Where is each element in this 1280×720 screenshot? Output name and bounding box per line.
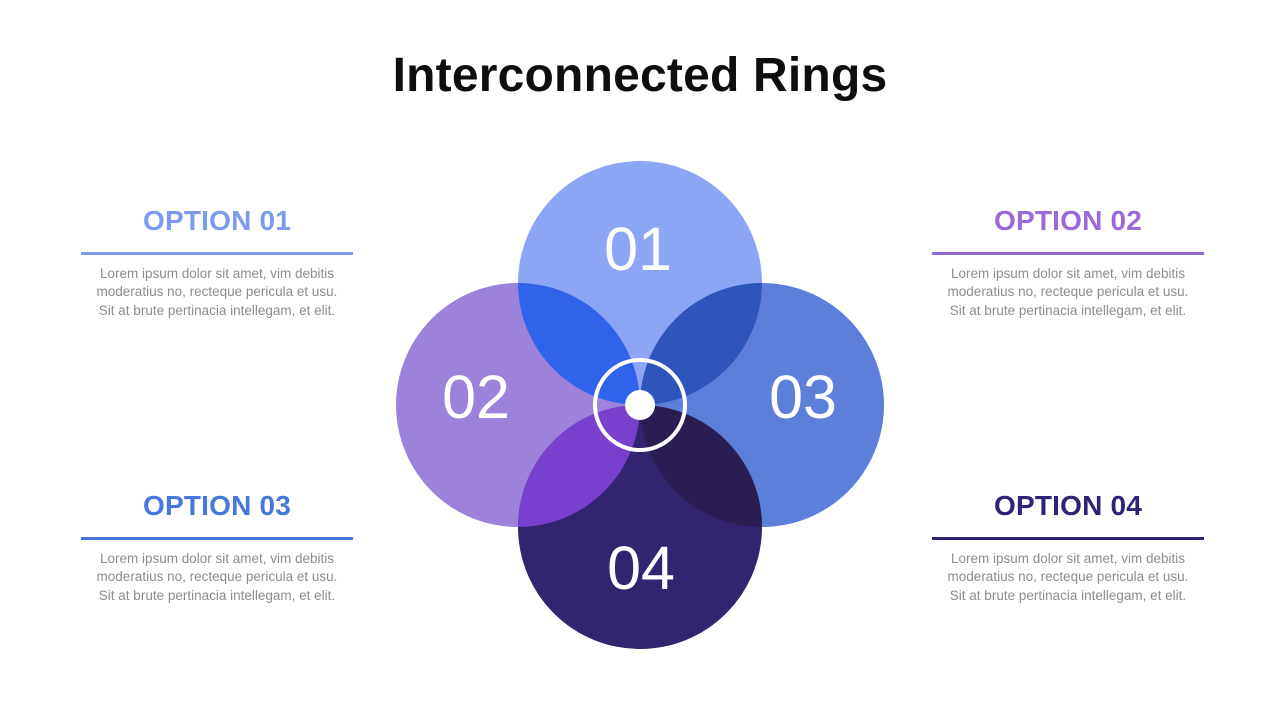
option-block-01: OPTION 01 Lorem ipsum dolor sit amet, vi… [81,207,353,320]
option-body-line: Lorem ipsum dolor sit amet, vim debitis [950,550,1186,566]
ring-03-label: 03 [769,363,837,431]
option-block-02: OPTION 02 Lorem ipsum dolor sit amet, vi… [932,207,1204,320]
option-body-line: Sit at brute pertinacia intellegam, et e… [98,302,336,318]
option-block-04: OPTION 04 Lorem ipsum dolor sit amet, vi… [932,492,1204,605]
ring-01-label: 01 [604,215,672,283]
option-body-line: Sit at brute pertinacia intellegam, et e… [949,302,1187,318]
option-body-line: Sit at brute pertinacia intellegam, et e… [949,587,1187,603]
option-body-line: moderatius no, recteque pericula et usu. [96,569,338,584]
option-body-line: moderatius no, recteque pericula et usu. [947,284,1189,299]
option-03-divider [81,537,353,540]
option-01-divider [81,252,353,255]
option-body-line: Lorem ipsum dolor sit amet, vim debitis [99,265,335,281]
center-dot-icon [625,390,655,420]
option-02-body: Lorem ipsum dolor sit amet, vim debitis … [932,265,1204,321]
ring-04-label: 04 [607,534,675,602]
option-body-line: Lorem ipsum dolor sit amet, vim debitis [99,550,335,566]
option-body-line: Sit at brute pertinacia intellegam, et e… [98,587,336,603]
option-body-line: Lorem ipsum dolor sit amet, vim debitis [950,265,1186,281]
page-title: Interconnected Rings [392,49,888,102]
option-body-line: moderatius no, recteque pericula et usu. [947,569,1189,584]
option-04-divider [932,537,1204,540]
option-03-heading: OPTION 03 [142,490,292,521]
option-01-heading: OPTION 01 [142,205,292,236]
option-03-body: Lorem ipsum dolor sit amet, vim debitis … [81,550,353,606]
center-ring-icon [593,358,687,452]
rings-group: 01 02 03 04 [396,161,884,649]
option-02-heading: OPTION 02 [993,205,1143,236]
option-01-body: Lorem ipsum dolor sit amet, vim debitis … [81,265,353,321]
option-04-body: Lorem ipsum dolor sit amet, vim debitis … [932,550,1204,606]
option-block-03: OPTION 03 Lorem ipsum dolor sit amet, vi… [81,492,353,605]
option-04-heading: OPTION 04 [993,490,1143,521]
option-body-line: moderatius no, recteque pericula et usu. [96,284,338,299]
ring-02-label: 02 [442,363,510,431]
option-02-divider [932,252,1204,255]
